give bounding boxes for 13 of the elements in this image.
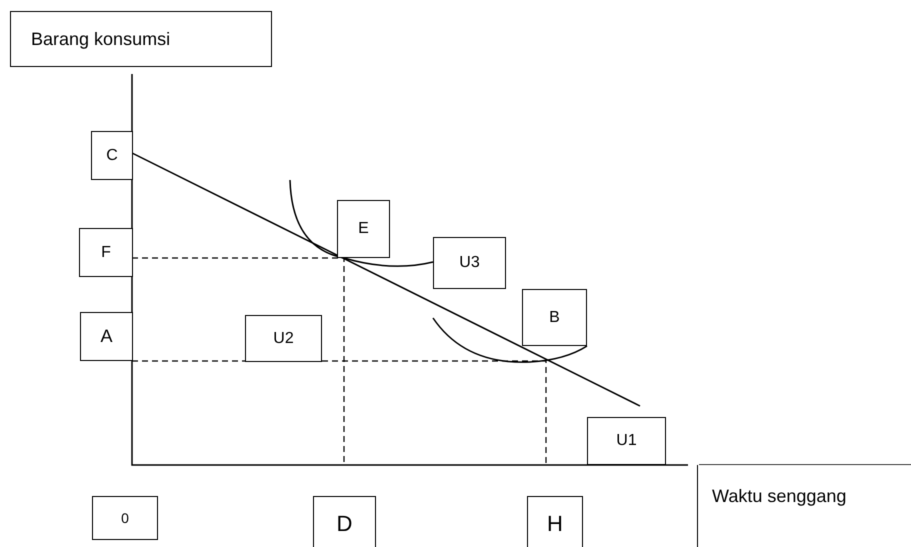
point-label: H [547,511,563,537]
point-label: F [101,244,111,262]
axis-title: Waktu senggang [712,486,846,506]
point-label: U3 [459,254,480,272]
axis-title: Barang konsumsi [31,28,170,50]
point-label: B [549,308,560,326]
point-label: D [336,511,352,537]
point-label: 0 [121,510,129,526]
point-label: U2 [273,330,294,348]
point-label: U1 [616,432,637,450]
point-label: C [106,146,118,164]
point-label: A [100,326,112,347]
point-label: E [358,220,369,238]
